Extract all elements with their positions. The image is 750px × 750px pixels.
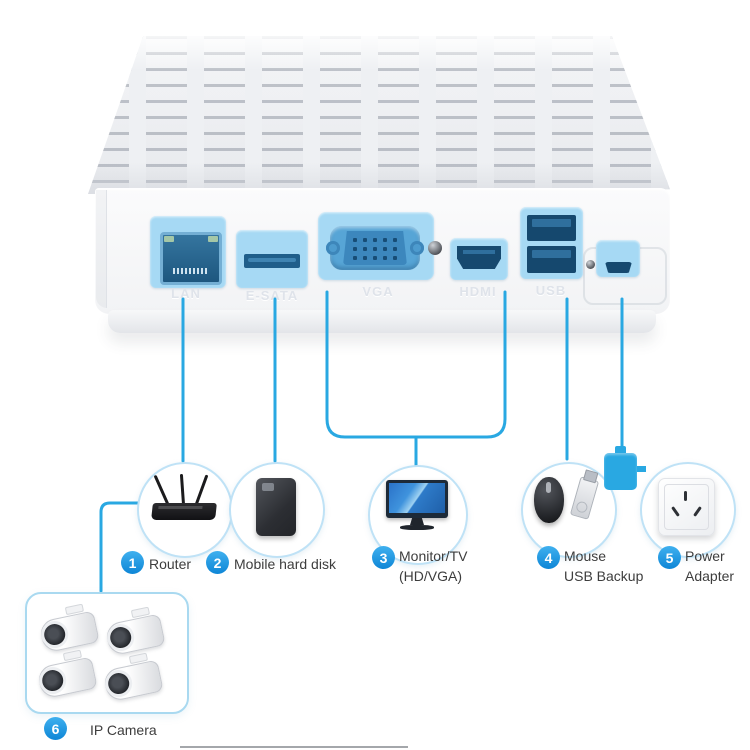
nvr-top-vents	[88, 36, 670, 194]
ip-camera-icon	[102, 659, 164, 703]
legend-label-power: Power Adapter	[685, 548, 735, 585]
monitor-neck	[410, 518, 424, 525]
vga-socket	[343, 231, 407, 265]
lan-led-right	[208, 236, 218, 242]
vga-connector-icon	[326, 226, 424, 270]
vga-port-label: VGA	[362, 284, 394, 299]
lan-port	[150, 216, 226, 288]
router-icon	[151, 472, 217, 522]
nvr-left-seam	[96, 190, 107, 308]
legend-badge-5: 5	[658, 546, 681, 569]
vga-screw-hole-left	[326, 241, 340, 255]
lan-port-label: LAN	[171, 286, 201, 301]
legend-badge-3: 3	[372, 546, 395, 569]
nvr-base	[108, 310, 656, 333]
mouse-icon	[534, 477, 564, 523]
monitor-icon	[386, 480, 448, 530]
ip-camera-icon	[104, 613, 166, 657]
legend-label-hdd: Mobile hard disk	[234, 556, 336, 572]
legend-label-router: Router	[149, 556, 192, 572]
router-antenna	[153, 474, 170, 506]
esata-port-label: E-SATA	[245, 288, 299, 303]
mobile-hard-disk-icon	[256, 478, 296, 536]
rj45-jack-icon	[160, 232, 222, 285]
router-body	[151, 503, 217, 520]
power-socket-icon	[658, 478, 715, 536]
esata-slot-icon	[244, 254, 300, 268]
ip-camera-icon	[36, 656, 98, 700]
router-antenna	[194, 474, 209, 506]
chassis-screw-small	[586, 260, 595, 269]
monitor-base	[400, 525, 434, 530]
power-port	[596, 240, 640, 277]
hdmi-port	[450, 238, 508, 280]
usb-port-label: USB	[535, 283, 567, 298]
ip-camera-icon	[38, 610, 100, 654]
esata-port	[236, 230, 308, 288]
usb-socket-top	[527, 215, 576, 241]
usb-ports	[520, 207, 583, 279]
socket-slot-top	[684, 491, 687, 501]
lan-led-left	[164, 236, 174, 242]
chassis-screw	[428, 241, 442, 255]
hdmi-socket-icon	[457, 246, 501, 269]
legend-badge-6: 6	[44, 717, 67, 740]
legend-badge-4: 4	[537, 546, 560, 569]
vga-screw-hole-right	[410, 241, 424, 255]
vga-port	[318, 212, 434, 280]
legend-label-ip-camera: IP Camera	[90, 722, 157, 738]
power-adapter-icon	[604, 446, 646, 490]
vga-pin-holes	[350, 235, 400, 262]
legend-badge-1: 1	[121, 551, 144, 574]
socket-faceplate	[664, 484, 709, 530]
ip-camera-group	[25, 592, 189, 714]
legend-label-mouse-usb: Mouse USB Backup	[564, 548, 644, 585]
usb-socket-bottom	[527, 246, 576, 273]
bottom-edge-line	[180, 746, 408, 748]
router-antenna	[179, 473, 186, 507]
legend-badge-2: 2	[206, 551, 229, 574]
legend-label-monitor: Monitor/TV (HD/VGA)	[399, 548, 468, 585]
monitor-screen	[386, 480, 448, 518]
lan-pins	[173, 268, 207, 274]
micro-usb-socket-icon	[605, 262, 632, 273]
hdmi-port-label: HDMI	[459, 284, 497, 299]
